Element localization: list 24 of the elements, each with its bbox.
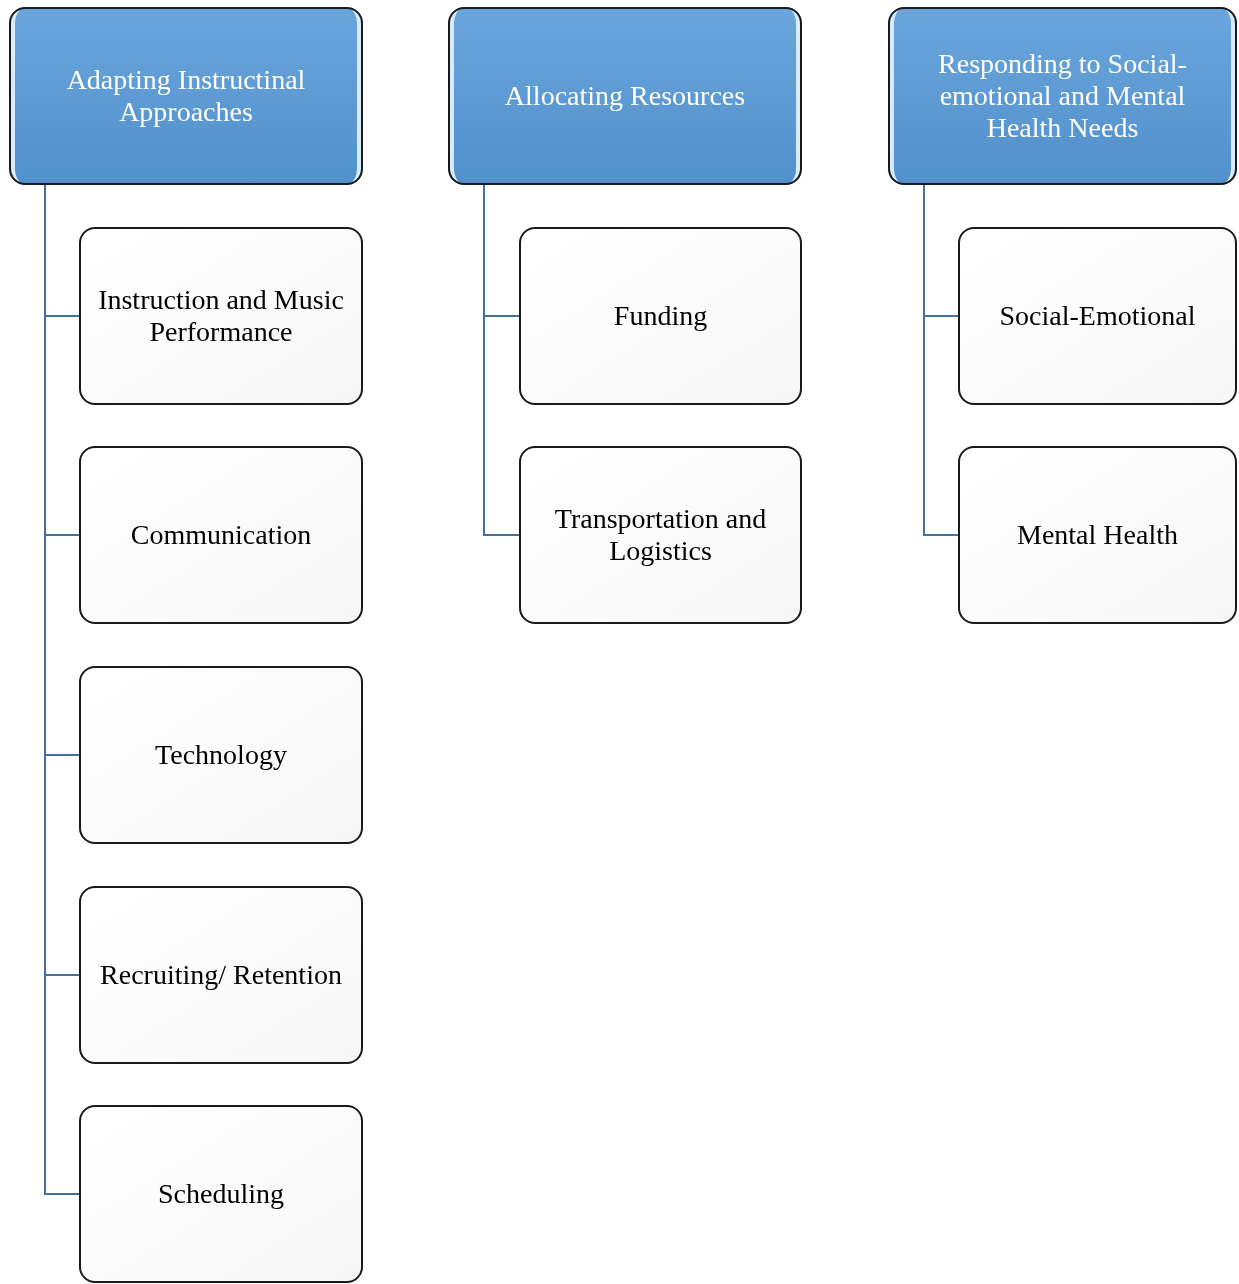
subtopic-label: Instruction and Music Performance — [97, 284, 345, 348]
subtopic-box — [79, 446, 363, 624]
subtopic-box — [519, 446, 802, 624]
subtopic-label: Communication — [130, 519, 312, 551]
subtopic-label: Technology — [155, 739, 287, 771]
subtopic-box — [519, 227, 802, 405]
subtopic-label: Transportation and Logistics — [553, 503, 768, 567]
subtopic-label: Recruiting/ Retention — [100, 959, 342, 991]
subtopic-label: Mental Health — [1017, 519, 1178, 551]
category-title: Adapting Instructinal Approaches — [65, 64, 307, 128]
category-box — [448, 7, 802, 185]
subtopic-box — [79, 666, 363, 844]
category-title: Responding to Social-emotional and Mental Health Needs — [937, 48, 1188, 144]
subtopic-box — [958, 227, 1237, 405]
subtopic-label: Scheduling — [158, 1178, 284, 1210]
subtopic-box — [79, 1105, 363, 1283]
subtopic-label: Funding — [613, 300, 708, 332]
category-box — [9, 7, 363, 185]
category-box — [888, 7, 1237, 185]
category-title: Allocating Resources — [504, 80, 746, 112]
subtopic-label: Social-Emotional — [999, 300, 1196, 332]
subtopic-box — [958, 446, 1237, 624]
subtopic-box — [79, 227, 363, 405]
subtopic-box — [79, 886, 363, 1064]
